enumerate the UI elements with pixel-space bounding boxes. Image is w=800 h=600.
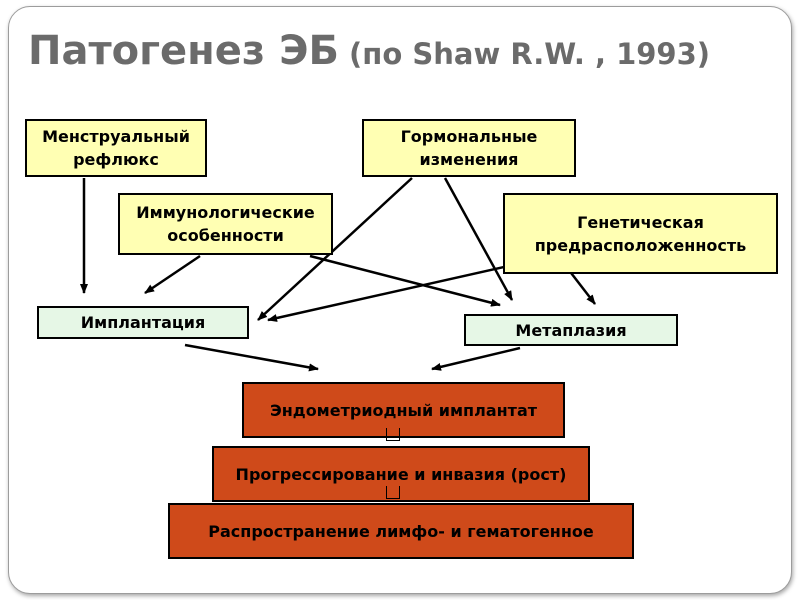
box-implantation-label: Имплантация xyxy=(80,313,206,332)
box-genetic: Генетическая предрасположенность xyxy=(503,193,778,274)
box-menstrual-reflux-label: Менструальный рефлюкс xyxy=(42,127,190,169)
box-immunological: Иммунологические особенности xyxy=(118,193,333,255)
box-implantation: Имплантация xyxy=(37,306,249,339)
box-progression: Прогрессирование и инвазия (рост) xyxy=(212,446,590,502)
arrow-hormonal-to-implantation xyxy=(257,177,413,321)
arrow-immuno-to-metaplasia xyxy=(309,254,501,307)
title-main: Патогенез ЭБ xyxy=(28,28,339,74)
box-menstrual-reflux: Менструальный рефлюкс xyxy=(25,119,207,177)
slide-title: Патогенез ЭБ (по Shaw R.W. , 1993) xyxy=(28,28,748,77)
box-spread-label: Распространение лимфо- и гематогенное xyxy=(208,521,594,541)
arrow-immuno-to-implantation xyxy=(144,254,201,295)
box-metaplasia-label: Метаплазия xyxy=(515,320,627,340)
box-hormonal-changes-label: Гормональные изменения xyxy=(400,127,538,169)
box-immunological-label: Иммунологические особенности xyxy=(136,203,315,245)
box-metaplasia: Метаплазия xyxy=(464,314,678,346)
arrow-hormonal-to-metaplasia xyxy=(443,177,514,301)
down-arrow-stub xyxy=(386,428,400,441)
arrow-metaplasia-to-implant xyxy=(431,346,521,371)
arrow-implantation-to-implant xyxy=(184,343,319,372)
box-endometrioid-implant-label: Эндометриодный имплантат xyxy=(269,400,538,420)
box-spread: Распространение лимфо- и гематогенное xyxy=(168,503,634,559)
down-arrow-stub xyxy=(386,486,400,499)
title-citation: (по Shaw R.W. , 1993) xyxy=(338,37,711,71)
box-endometrioid-implant: Эндометриодный имплантат xyxy=(242,382,565,438)
box-genetic-label: Генетическая предрасположенность xyxy=(534,212,747,255)
box-progression-label: Прогрессирование и инвазия (рост) xyxy=(235,464,567,484)
box-hormonal-changes: Гормональные изменения xyxy=(362,119,576,177)
